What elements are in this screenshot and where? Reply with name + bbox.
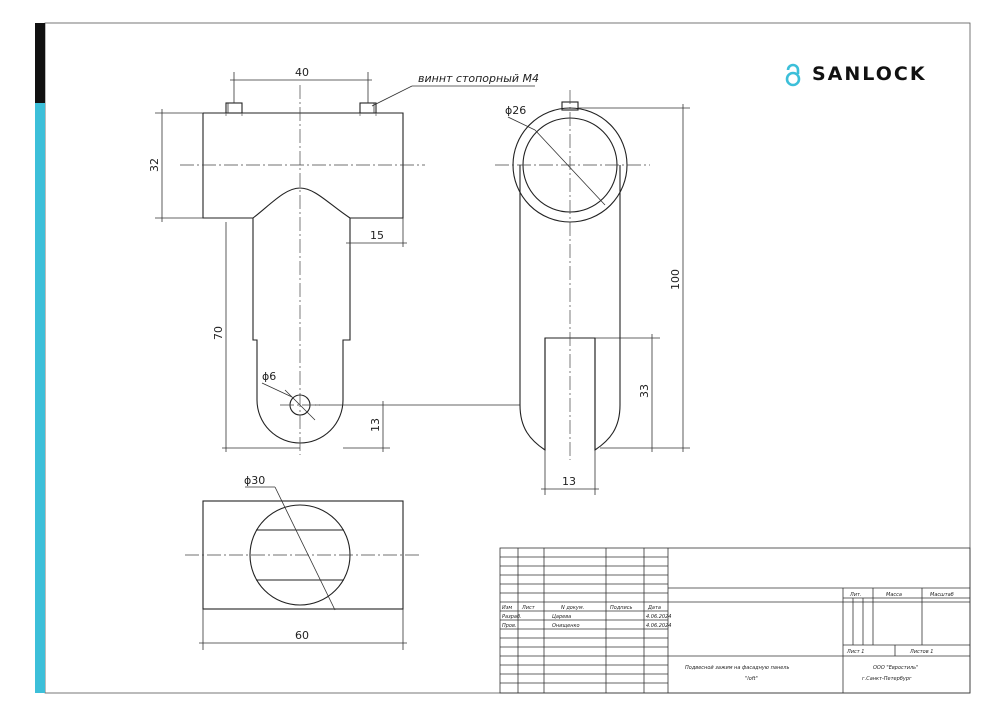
dim-13-front: 13 — [369, 418, 382, 432]
lock-icon — [785, 63, 801, 87]
top-view: ϕ30 60 — [185, 474, 420, 650]
title-block: Изм Лист N докум. Подпись Дата Разраб. Ц… — [499, 547, 971, 694]
screw-note: виннт стопорный М4 — [418, 72, 539, 85]
dim-60: 60 — [295, 629, 309, 642]
tb-list: Лист — [521, 605, 536, 611]
dim-40: 40 — [295, 66, 309, 79]
tb-lit: Лит. — [849, 592, 862, 598]
dim-13-side: 13 — [562, 475, 576, 488]
tb-podpis: Подпись — [610, 605, 633, 611]
front-view: 40 виннт стопорный М4 32 15 70 ϕ6 13 — [148, 66, 539, 455]
dim-100: 100 — [669, 269, 682, 290]
tb-prov-date: 4.06.2024 — [646, 623, 671, 629]
tb-izm: Изм — [502, 605, 512, 611]
side-view: ϕ26 100 33 13 — [495, 90, 690, 495]
dim-32: 32 — [148, 158, 161, 172]
sanlock-logo: SANLOCK — [785, 63, 927, 87]
tb-razrab-name: Царева — [552, 614, 571, 620]
tb-product-line2: "loft" — [745, 676, 758, 682]
brand-name: SANLOCK — [812, 63, 927, 85]
tb-massa: Масса — [886, 592, 902, 598]
dim-70: 70 — [212, 326, 225, 340]
tb-prov: Пров. — [502, 623, 517, 629]
tb-product-line1: Подвесной зажим на фасадную панель — [685, 665, 789, 671]
dim-dia26: ϕ26 — [505, 104, 526, 117]
tb-masshtab: Масштаб — [930, 592, 954, 598]
tb-data: Дата — [647, 605, 661, 611]
dim-15: 15 — [370, 229, 384, 242]
tb-org-line1: ООО "Евростиль" — [873, 665, 918, 671]
dim-33: 33 — [638, 384, 651, 398]
dim-dia30: ϕ30 — [244, 474, 265, 487]
black-bar — [35, 23, 45, 103]
tb-razrab-date: 4.06.2024 — [646, 614, 671, 620]
tb-razrab: Разраб. — [502, 614, 522, 620]
tb-org-line2: г.Санкт-Петербург — [862, 676, 912, 682]
tb-sheets: Листов 1 — [909, 649, 933, 655]
accent-bar — [35, 103, 45, 693]
dim-dia6: ϕ6 — [262, 370, 276, 383]
tb-ndoc: N докум. — [561, 605, 584, 611]
tb-prov-name: Онищенко — [552, 623, 580, 629]
sheet-frame — [44, 22, 971, 694]
tb-sheet: Лист 1 — [846, 649, 864, 655]
